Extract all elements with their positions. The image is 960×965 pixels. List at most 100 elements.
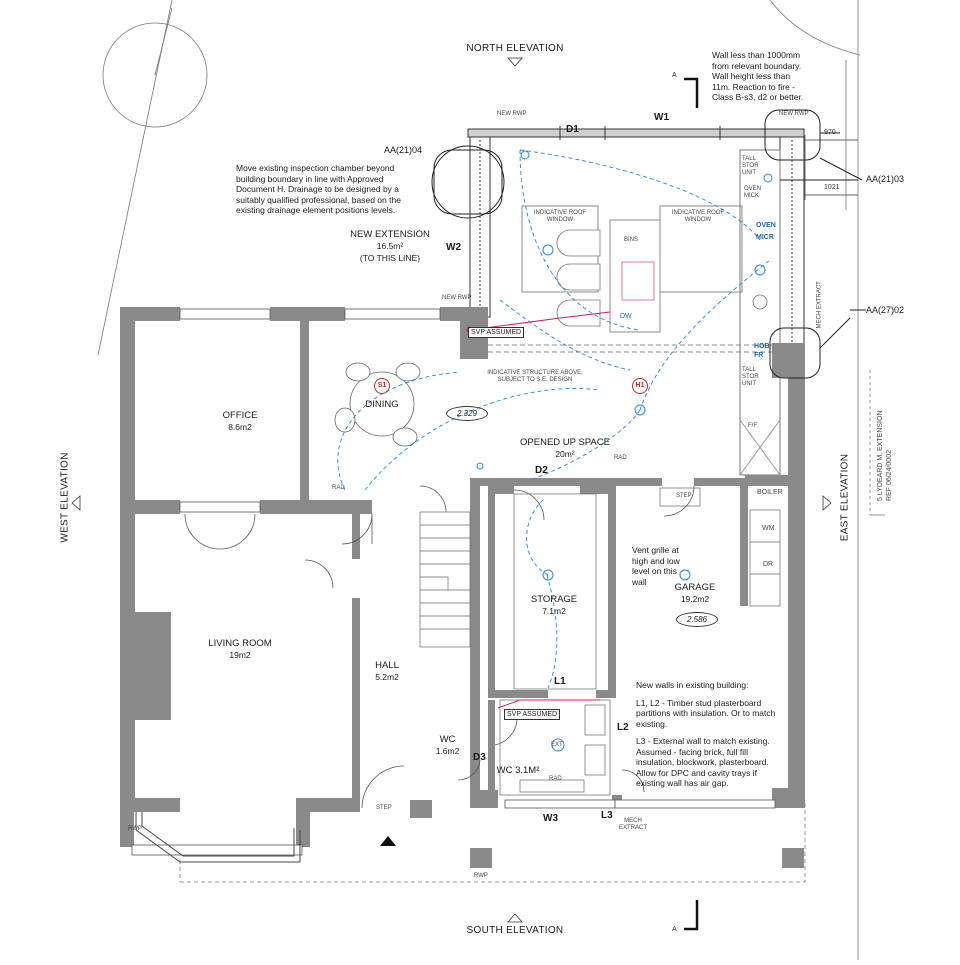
bins-label: BINS	[624, 237, 639, 243]
tag-d1: D1	[566, 124, 579, 135]
dining-table	[334, 362, 421, 447]
service-runs	[337, 149, 771, 689]
door-swings	[184, 485, 695, 809]
island-stools	[556, 229, 768, 327]
rwp-2: RWP	[474, 873, 488, 879]
roof-window-2: INDICATIVE ROOF WINDOW	[671, 210, 725, 223]
north-elevation-label: NORTH ELEVATION	[466, 43, 564, 54]
boundary-line-west	[97, 0, 173, 356]
ref-aa2104: AA(21)04	[384, 145, 423, 155]
tag-l2: L2	[617, 722, 629, 733]
room-hall-name: HALL	[375, 660, 399, 671]
tag-l1: L1	[554, 676, 566, 687]
dw-label: DW	[620, 313, 632, 320]
dim-1021: 1021	[824, 184, 840, 191]
extension-name: NEW EXTENSION	[350, 229, 430, 240]
existing-walls	[120, 307, 805, 868]
room-office-area: 8.6m2	[228, 422, 252, 432]
tall-stor-2: TALL STOR UNIT	[742, 367, 759, 387]
elevation-markers	[71, 57, 832, 923]
mark-s1: S1	[374, 378, 390, 394]
room-opened-area: 20m²	[555, 449, 575, 459]
rwp-post	[470, 848, 492, 868]
room-wc-new: WC 3.1m²	[496, 765, 540, 776]
oven-mick: OVEN MICK	[744, 186, 762, 199]
ext-label: EXT	[551, 742, 563, 748]
tall-stor-1: TALL STOR UNIT	[742, 156, 759, 176]
tag-d2: D2	[535, 465, 548, 476]
tag-2586: 2.586	[676, 612, 718, 627]
wm-label: WM	[762, 525, 775, 532]
dimension-lines	[804, 135, 858, 200]
structure-note: INDICATIVE STRUCTURE ABOVE, SUBJECT TO S…	[487, 370, 583, 383]
new-rwp-1: NEW RWP	[497, 111, 527, 117]
boiler-label: BOILER	[757, 489, 783, 496]
room-wc-name: WC	[439, 734, 456, 745]
neighbour-boundary	[769, 0, 861, 56]
step-2: STEP	[376, 805, 392, 811]
tag-w1: W1	[654, 112, 669, 123]
ff-label: F/F	[748, 423, 757, 429]
room-living-area: 19m2	[229, 650, 251, 660]
tree-canopy	[102, 22, 208, 128]
section-marker-north: A	[672, 72, 677, 79]
room-storage-name: STORAGE	[530, 594, 578, 605]
site-lines	[97, 0, 885, 960]
tag-l3: L3	[601, 810, 613, 821]
new-walls-note: New walls in existing building: L1, L2 -…	[636, 680, 776, 788]
section-marker-south: A	[672, 926, 677, 933]
room-storage-area: 7.1m2	[542, 606, 566, 616]
south-elevation-label: SOUTH ELEVATION	[466, 925, 564, 936]
rwp-post	[782, 848, 804, 868]
west-elevation-label: WEST ELEVATION	[59, 452, 71, 543]
room-opened-name: OPENED UP SPACE	[520, 437, 610, 448]
rad-2: RAD	[614, 455, 627, 461]
extension-area: 16.5m²	[376, 241, 404, 251]
section-cuts	[684, 77, 699, 931]
roof-window-1: INDICATIVE ROOF WINDOW	[533, 210, 587, 223]
tag-w2: W2	[446, 242, 461, 253]
ref-aa2702: AA(27)02	[866, 305, 905, 315]
site-boundary-south	[180, 800, 806, 883]
tag-d3: D3	[473, 752, 486, 763]
hob-label: HOB	[754, 343, 770, 350]
step-1: STEP	[676, 493, 692, 499]
new-rwp-3: NEW RWP	[442, 295, 472, 301]
dim-970: 970	[824, 129, 836, 136]
extension-note: (TO THIS LINE)	[359, 253, 421, 263]
room-office-name: OFFICE	[222, 410, 258, 421]
room-living-name: LIVING ROOM	[208, 638, 272, 649]
detail-circles	[431, 109, 866, 379]
new-rwp-2: NEW RWP	[779, 111, 809, 117]
windows	[131, 308, 776, 856]
ref-aa2103: AA(21)03	[866, 174, 905, 184]
mark-h1: H1	[632, 378, 648, 394]
micr-label: MICR	[756, 234, 774, 241]
bay-window	[135, 812, 301, 863]
entrance-arrow	[380, 836, 396, 846]
fr-label: FR	[754, 352, 764, 359]
rwp-1: RWP	[128, 826, 142, 832]
staircase	[419, 511, 471, 648]
tag-w3: W3	[543, 813, 558, 824]
tag-2329: 2.329	[446, 406, 488, 421]
room-hall-area: 5.2m2	[375, 672, 399, 682]
svp-assumed-2: SVP ASSUMED	[504, 709, 561, 720]
mech-extract-2: MECH EXTRACT	[618, 818, 647, 831]
mech-extract-1: MECH EXTRACT	[816, 281, 823, 329]
room-dining-name: DINING	[365, 399, 399, 410]
room-garage-area: 19.2m2	[680, 594, 710, 604]
rad-1: RAD	[332, 485, 345, 491]
svp-assumed-1: SVP ASSUMED	[468, 327, 525, 338]
room-wc-area: 1.6m2	[435, 746, 460, 756]
room-garage-name: GARAGE	[674, 582, 716, 593]
service-points	[476, 150, 773, 752]
oven-label: OVEN	[756, 222, 776, 229]
rad-3: RAD	[549, 776, 562, 782]
